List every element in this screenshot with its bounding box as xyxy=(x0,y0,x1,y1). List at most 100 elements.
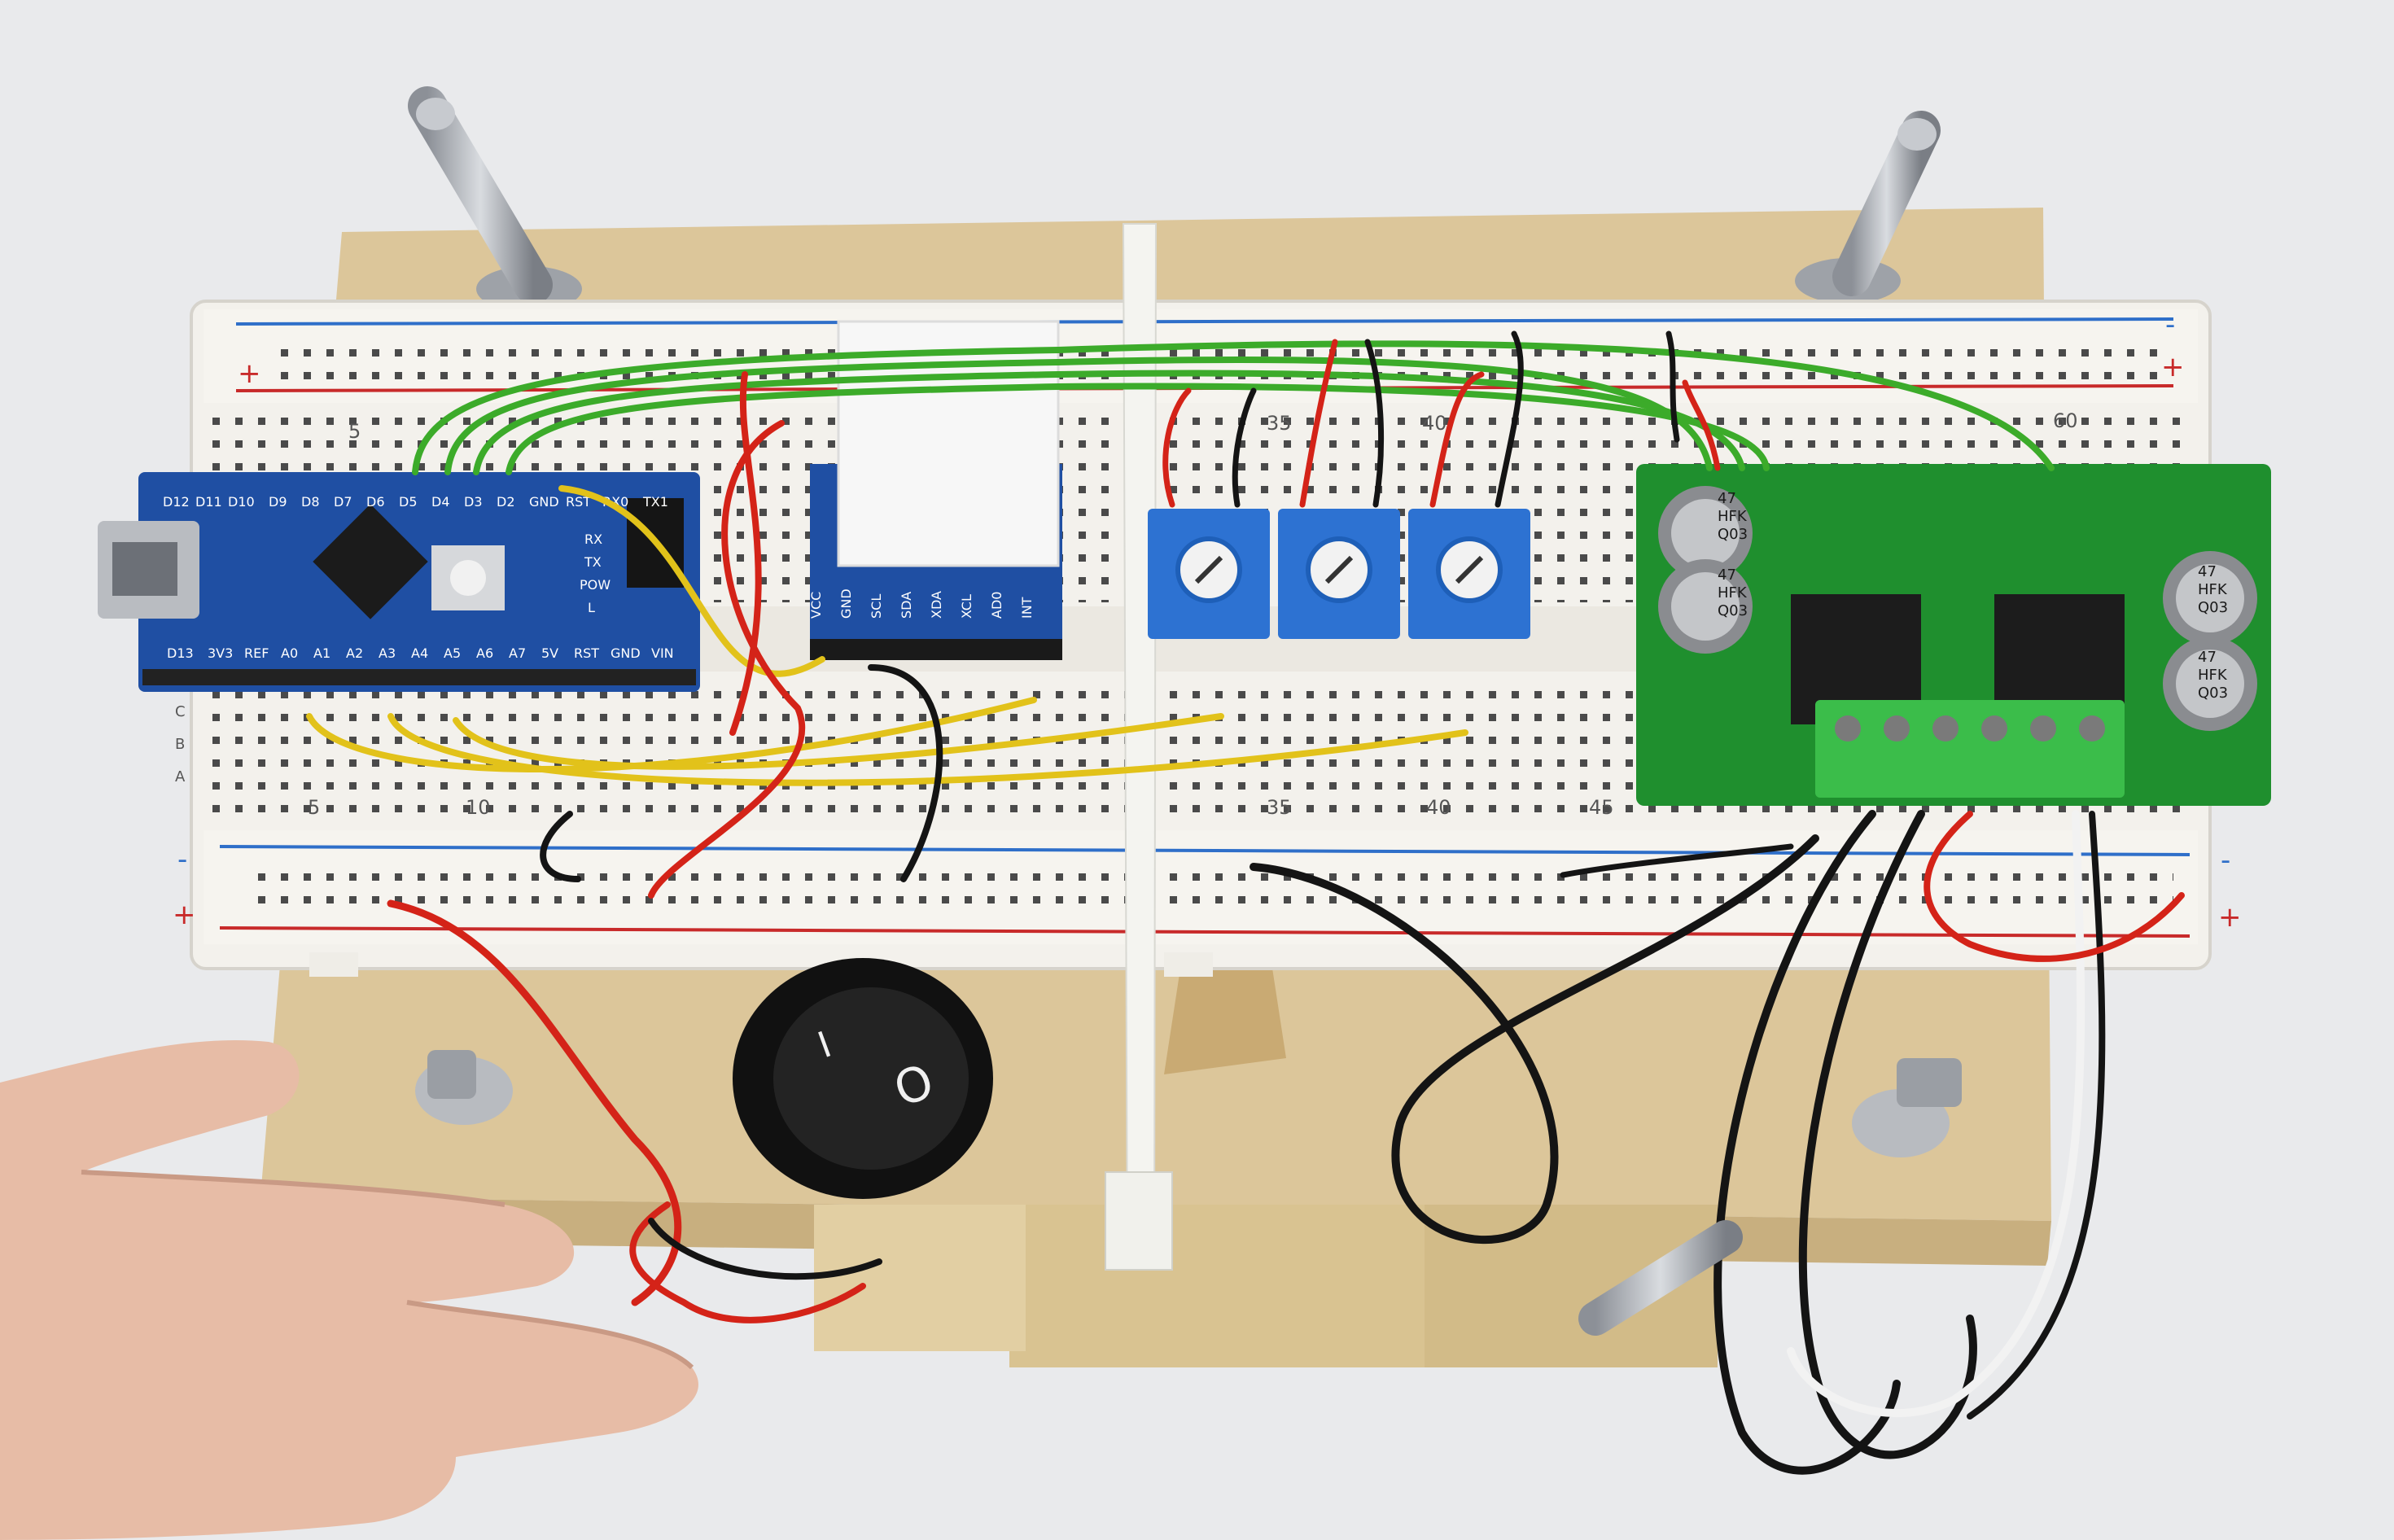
wire-black xyxy=(1495,330,1524,508)
rail-plus-top-right: + xyxy=(2161,351,2185,383)
nano-pin-label: GND xyxy=(611,645,641,661)
wire-green xyxy=(412,340,2055,475)
nano-led-label: TX xyxy=(584,554,602,570)
screw-terminal xyxy=(1815,700,2125,798)
capacitor-text: Q03 xyxy=(2198,685,2228,702)
nano-pin-label: D13 xyxy=(167,645,194,661)
column-number: 60 xyxy=(2053,409,2078,432)
rail-plus-bottom-left: + xyxy=(173,899,196,931)
wire-red xyxy=(1682,379,1721,471)
nano-pin-label: D2 xyxy=(497,494,515,510)
imu-pin-label: XDA xyxy=(929,591,944,619)
wire-red xyxy=(387,899,682,1306)
nano-pin-label: D5 xyxy=(399,494,418,510)
bolt-top-right xyxy=(1795,111,1941,304)
wire-red xyxy=(648,420,806,899)
potentiometer xyxy=(1278,509,1400,639)
nano-pin-label: REF xyxy=(244,645,269,661)
wire-white xyxy=(1787,810,2085,1418)
capacitor xyxy=(2163,551,2257,645)
imu-pin-label: VCC xyxy=(808,592,824,619)
nano-pin-label: A0 xyxy=(281,645,298,661)
capacitor-text: Q03 xyxy=(2198,599,2228,616)
nano-pin-label: A6 xyxy=(476,645,493,661)
hand xyxy=(0,1040,698,1540)
wire-red xyxy=(1924,811,2185,962)
wire-red xyxy=(729,371,762,736)
arduino-nano xyxy=(98,472,700,692)
imu-pin-label: GND xyxy=(838,588,854,619)
nano-pin-label: D4 xyxy=(431,494,450,510)
rocker-switch[interactable]: I O xyxy=(733,958,993,1199)
nano-pin-label: D3 xyxy=(464,494,483,510)
row-letter: C xyxy=(175,703,186,720)
nano-pin-label: A3 xyxy=(379,645,396,661)
nano-led-label: POW xyxy=(580,577,611,593)
wire-red xyxy=(1299,339,1338,508)
nano-pin-label: RST xyxy=(566,494,591,510)
cable-tie xyxy=(1105,223,1173,1271)
wire-green xyxy=(444,356,1713,475)
row-letter: B xyxy=(175,736,185,753)
wire-yellow xyxy=(387,713,1468,786)
column-number: 35 xyxy=(1267,796,1292,819)
wire-black xyxy=(1560,843,1794,878)
nano-pin-label: D9 xyxy=(269,494,287,510)
capacitor-text: 47 xyxy=(1718,490,1736,507)
nano-pin-label: D7 xyxy=(334,494,352,510)
row-letter: A xyxy=(175,768,186,785)
column-number: 40 xyxy=(1426,796,1451,819)
rail-plus-bottom-right: + xyxy=(2218,901,2242,934)
wire-black xyxy=(1250,834,1819,1244)
wire-black xyxy=(540,811,581,882)
column-number: 10 xyxy=(466,796,491,819)
bolt-bottom-left xyxy=(415,1050,513,1125)
wire-black xyxy=(1232,387,1257,508)
imu-pin-label: AD0 xyxy=(989,592,1004,619)
capacitor xyxy=(1658,559,1753,654)
nano-pin-label: GND xyxy=(529,494,559,510)
potentiometer xyxy=(1408,509,1530,639)
nano-pin-label: D12 xyxy=(163,494,190,510)
wire-red xyxy=(1429,371,1485,508)
rail-plus-top-left: + xyxy=(238,357,261,390)
wire-red xyxy=(629,1201,866,1323)
wire-red xyxy=(1162,387,1192,508)
column-number: 5 xyxy=(308,796,320,819)
motor-driver-board xyxy=(1636,464,2271,806)
nano-pin-label: TX1 xyxy=(642,494,668,510)
imu-pin-label: XCL xyxy=(959,594,974,619)
column-number: 45 xyxy=(1589,796,1614,819)
capacitor xyxy=(2163,637,2257,731)
nano-pin-label: D8 xyxy=(301,494,320,510)
column-number: 40 xyxy=(1422,412,1447,435)
nano-pin-label: A7 xyxy=(509,645,526,661)
capacitor xyxy=(1658,486,1753,580)
column-number: 5 xyxy=(348,420,361,443)
nano-pin-label: A5 xyxy=(444,645,461,661)
wire-yellow xyxy=(453,713,1224,770)
capacitor-text: HFK xyxy=(1718,508,1748,525)
wires xyxy=(306,330,2185,1475)
imu-pin-label: SCL xyxy=(869,594,884,619)
column-number: 35 xyxy=(1267,412,1292,435)
nano-pin-label: RST xyxy=(574,645,599,661)
capacitor-text: HFK xyxy=(2198,581,2228,598)
nano-pin-label: VIN xyxy=(651,645,674,661)
imu-pin-label: INT xyxy=(1019,597,1035,619)
wire-black xyxy=(868,664,943,882)
wire-black xyxy=(1713,810,1901,1475)
nano-pin-label: D6 xyxy=(366,494,385,510)
microcontroller-chip xyxy=(313,504,428,619)
nano-pin-label: A1 xyxy=(313,645,330,661)
wire-black xyxy=(648,1218,882,1280)
capacitor-text: HFK xyxy=(2198,667,2228,684)
wire-green xyxy=(505,383,1770,475)
wire-black xyxy=(1798,810,1977,1459)
rail-minus-bottom-right: - xyxy=(2221,844,2230,877)
imu-label-sticker xyxy=(837,320,1060,567)
wire-black xyxy=(1364,339,1385,508)
nano-led-label: RX xyxy=(584,532,602,547)
capacitor-text: Q03 xyxy=(1718,602,1748,619)
